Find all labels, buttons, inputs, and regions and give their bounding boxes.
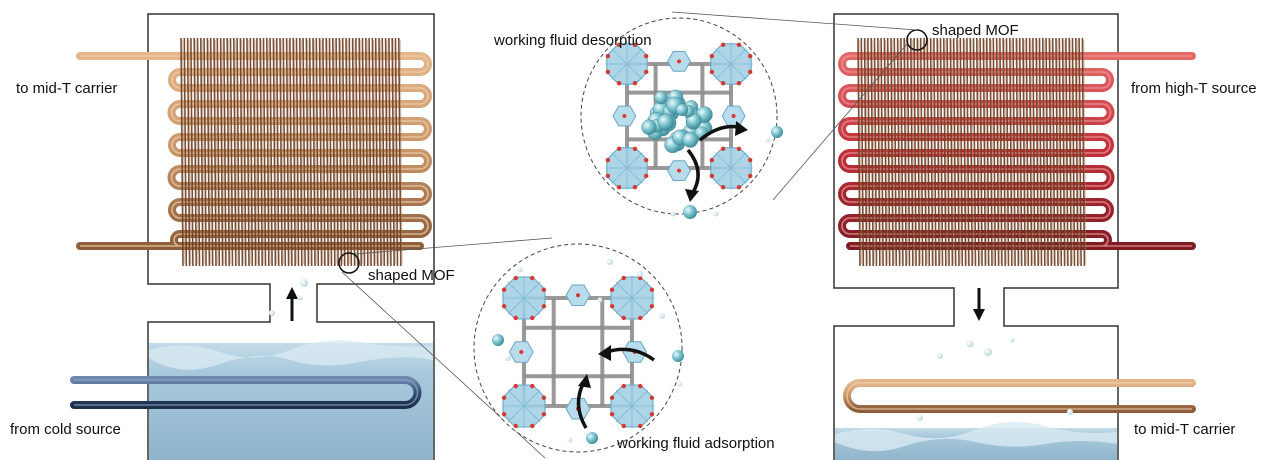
right-down-arrow-head [973,309,985,321]
left-cold-pipe [70,376,422,409]
adsorption-molecules [492,259,684,444]
left-adsorber-unit [70,13,435,460]
adsorption-inset-circle [473,243,683,453]
desorption-molecule-cluster [641,89,713,154]
right-top-pipe-label: from high-T source [1131,80,1257,97]
desorption-inset [580,17,783,219]
right-mof-label: shaped MOF [932,22,1019,39]
left-mof-label: shaped MOF [368,267,455,284]
left-vessel-outline [147,13,435,460]
right-vessel-outline [833,13,1119,460]
adsorption-inset [473,243,684,453]
adsorption-label: working fluid adsorption [616,435,775,452]
left-water-surface [149,340,433,370]
right-water-surface [835,421,1117,452]
left-top-pipe-label: to mid-T carrier [16,80,117,97]
left-mof-marker-circle-icon [338,252,360,274]
right-fins [857,37,1087,267]
left-up-arrow-head [286,287,298,299]
right-bottom-pipe-label: to mid-T carrier [1134,421,1235,438]
right-copper-pipe [843,379,1196,413]
left-vapor-bubbles [269,279,308,316]
left-fins [180,37,403,267]
right-desorber-unit [833,13,1196,460]
desorption-label: working fluid desorption [493,32,652,49]
zoom-connectors [341,11,918,459]
left-bottom-pipe-label: from cold source [10,421,121,438]
right-vapor-bubbles [917,337,1073,421]
